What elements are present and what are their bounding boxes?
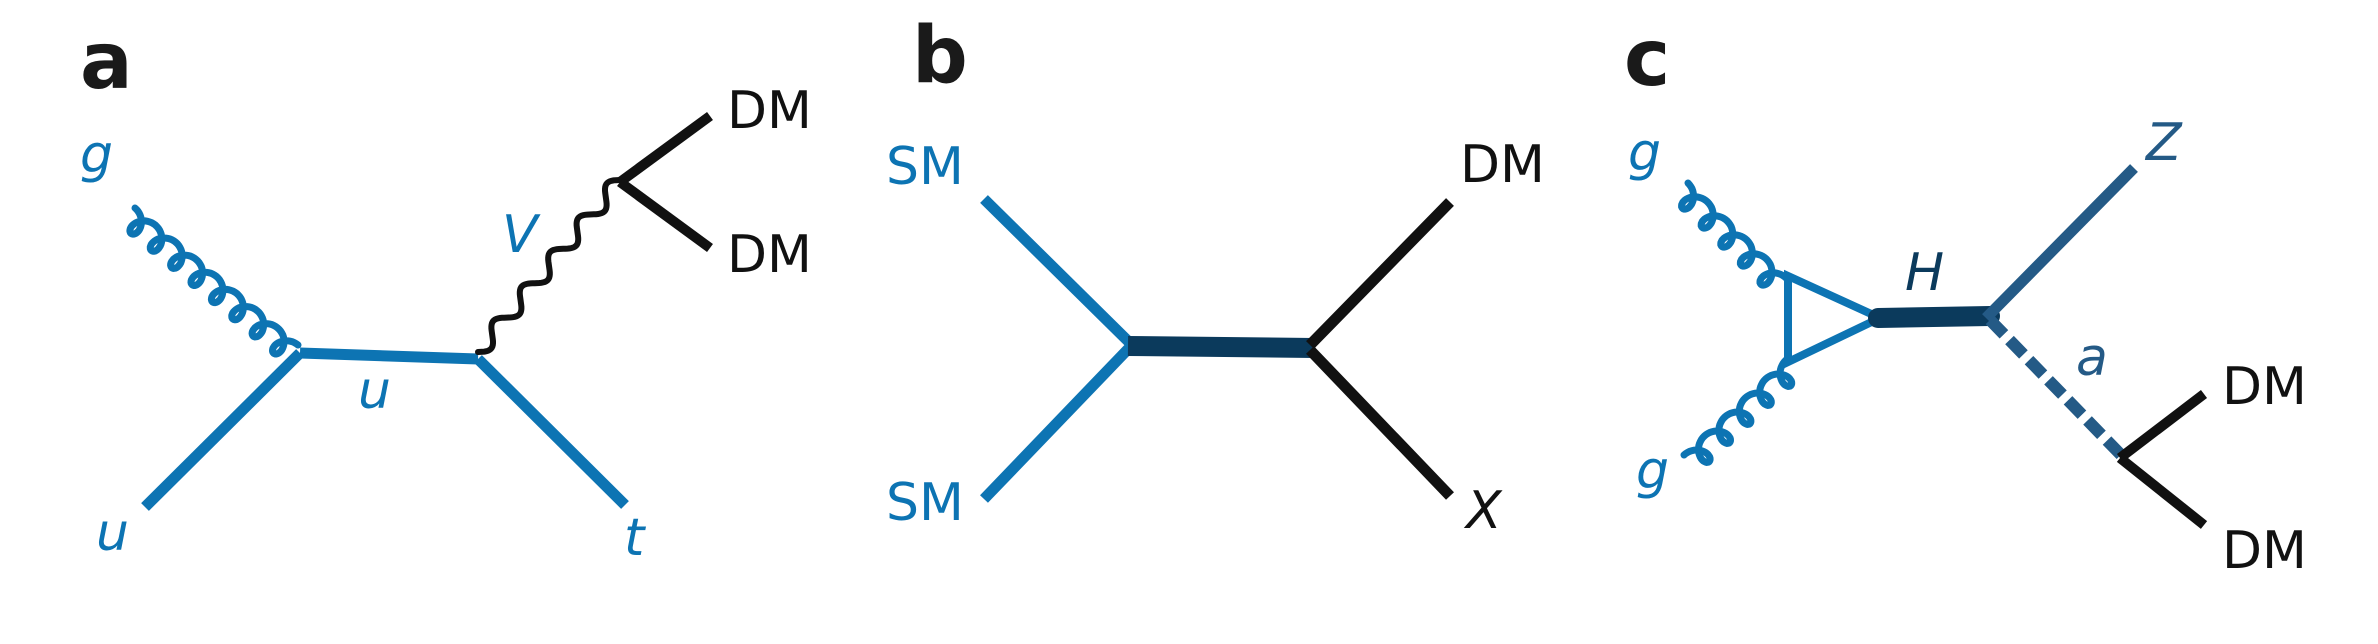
panel-a-dm-line-lower bbox=[617, 177, 713, 253]
panel-a-t-label: t bbox=[624, 508, 646, 568]
panel-b-letter: b bbox=[912, 11, 968, 101]
panel-a-u-propagator-label: u bbox=[358, 361, 391, 421]
panel-c-triangle-loop bbox=[1784, 269, 1890, 369]
panel-a-incoming-u-quark-line bbox=[141, 349, 304, 511]
panel-c: c g g H Z a DM DM bbox=[1624, 14, 2307, 581]
panel-b-dm-label: DM bbox=[1460, 135, 1545, 195]
panel-c-g-label-lower: g bbox=[1636, 441, 1669, 501]
panel-b-x-label: X bbox=[1463, 481, 1503, 541]
panel-b-sm-line-lower bbox=[980, 341, 1136, 503]
panel-c-letter: c bbox=[1624, 14, 1670, 104]
panel-a-dm-line-upper bbox=[617, 111, 713, 187]
panel-b-dm-line bbox=[1306, 198, 1454, 349]
panel-c-h-label: H bbox=[1905, 243, 1944, 303]
panel-c-h-propagator-line bbox=[1868, 306, 2000, 328]
panel-a-dm-label-upper: DM bbox=[727, 81, 812, 141]
panel-b-mediator-line bbox=[1127, 336, 1315, 358]
panel-b-sm-label-lower: SM bbox=[886, 473, 964, 533]
panel-c-dm-line-upper bbox=[2116, 390, 2208, 462]
panel-a-gluon-line bbox=[126, 204, 302, 358]
panel-a-dm-label-lower: DM bbox=[727, 225, 812, 285]
panel-b-x-line bbox=[1306, 346, 1454, 500]
panel-b: b SM SM DM X bbox=[886, 11, 1545, 541]
panel-a-u-propagator-line bbox=[299, 347, 479, 365]
panel-b-sm-label-upper: SM bbox=[886, 137, 964, 197]
panel-a-g-label: g bbox=[80, 125, 113, 185]
panel-c-a-label: a bbox=[2076, 328, 2108, 388]
panel-c-dm-label-lower: DM bbox=[2222, 521, 2307, 581]
panel-c-gluon-line-lower bbox=[1680, 356, 1796, 466]
panel-c-z-label: Z bbox=[2144, 113, 2183, 173]
panel-c-gluon-line-upper bbox=[1678, 179, 1790, 289]
panel-a-outgoing-t-quark-line bbox=[474, 355, 629, 509]
panel-b-sm-line-upper bbox=[980, 195, 1136, 349]
panel-c-dm-line-lower bbox=[2116, 454, 2208, 529]
panel-a-letter: a bbox=[80, 17, 133, 107]
panel-a-v-boson-wavy-line bbox=[475, 177, 623, 355]
panel-c-a-dashed-line bbox=[1985, 315, 2129, 463]
panel-c-g-label-upper: g bbox=[1628, 123, 1661, 183]
panel-c-dm-label-upper: DM bbox=[2222, 357, 2307, 417]
panel-a-u-in-label: u bbox=[96, 503, 129, 563]
panel-c-z-line bbox=[1982, 164, 2138, 322]
panel-a: a g u u V t DM DM bbox=[80, 17, 812, 568]
panel-a-v-label: V bbox=[502, 205, 541, 265]
